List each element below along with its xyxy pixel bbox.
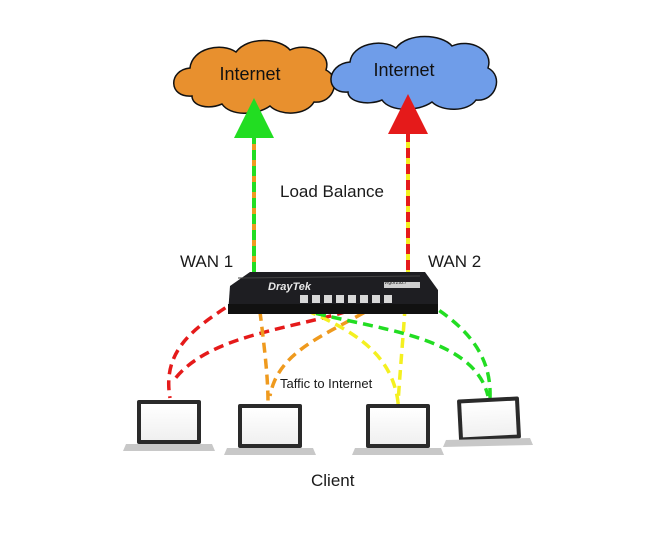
traffic-line xyxy=(261,290,400,403)
router-brand-label: DrayTek xyxy=(268,281,312,293)
client-laptop-1 xyxy=(123,400,215,451)
traffic-line xyxy=(256,294,270,403)
traffic-label: Taffic to Internet xyxy=(280,376,373,391)
draytek-router xyxy=(228,272,438,314)
client-laptop-2 xyxy=(224,404,316,455)
client-label: Client xyxy=(311,471,355,490)
router-ports xyxy=(300,295,392,303)
cloud-label-wan1: Internet xyxy=(219,64,281,84)
cloud-label-wan2: Internet xyxy=(373,60,435,80)
wan1-label: WAN 1 xyxy=(180,252,234,271)
load-balance-label: Load Balance xyxy=(280,182,384,201)
client-laptop-3 xyxy=(352,404,444,455)
wan2-label: WAN 2 xyxy=(428,252,482,271)
traffic-line xyxy=(396,289,408,405)
client-laptop-4 xyxy=(443,396,533,447)
router-model-label: Vigor2927 xyxy=(384,280,407,286)
